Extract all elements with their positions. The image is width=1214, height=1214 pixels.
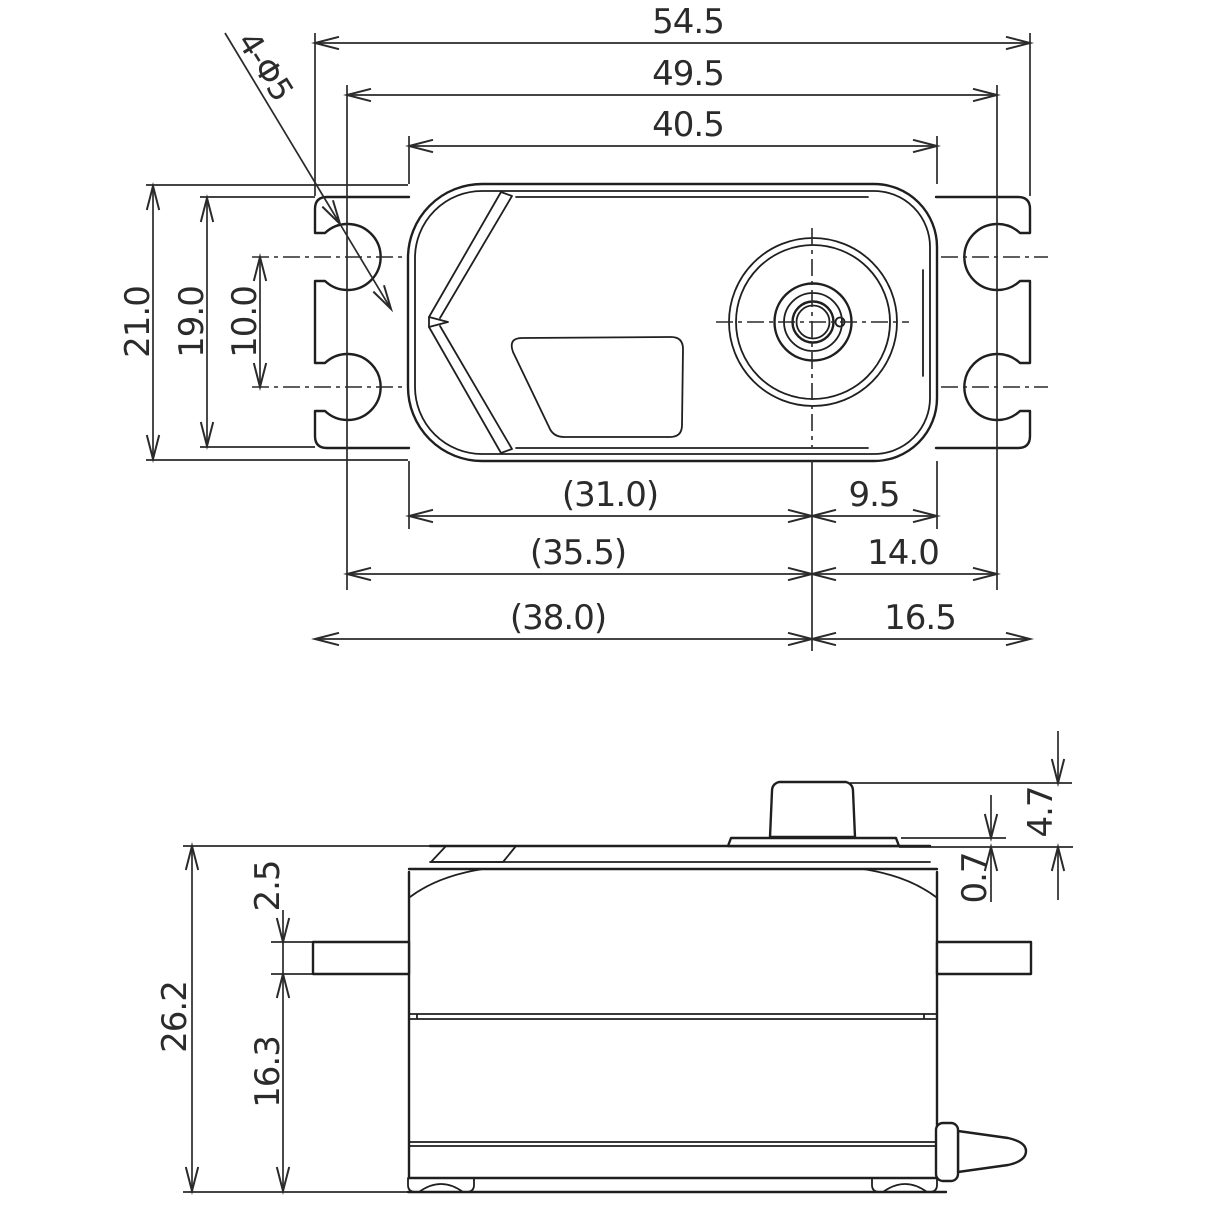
dim-shaft-left-screw: (35.5) (343, 533, 816, 582)
bottom-feet (407, 1177, 938, 1193)
label-recess (510, 336, 684, 438)
dim-shaft-right-case: 9.5 (808, 475, 941, 524)
dim-total-height-label: 26.2 (155, 981, 195, 1053)
dim-spline-height: 4.7 (1021, 731, 1066, 900)
case-lip-lines (515, 196, 924, 449)
dim-case-width: 40.5 (405, 105, 941, 154)
mounting-tab-right (935, 940, 1033, 976)
dim-shaft-left-flange: (38.0) (311, 598, 816, 647)
dim-shaft-right-flange: 16.5 (808, 598, 1034, 647)
output-spline (726, 780, 901, 848)
chevron-ridge (428, 191, 513, 454)
dim-shaft-left-screw-label: (35.5) (530, 533, 626, 573)
dim-flange-height: 19.0 (172, 194, 215, 450)
case-outer-outline (406, 182, 939, 463)
centerlines-top-view (252, 228, 1048, 447)
dim-hole-spacing: 10.0 (225, 253, 268, 391)
mounting-tab-left (311, 940, 411, 976)
case-inner-outline (414, 190, 931, 455)
dim-flange-to-bottom: 16.3 (248, 970, 291, 1195)
cable-boot (956, 1129, 1028, 1174)
dim-screw-span: 49.5 (343, 54, 1001, 103)
dim-shaft-right-flange-label: 16.5 (884, 598, 956, 638)
dim-case-width-label: 40.5 (652, 105, 724, 145)
dim-hole-spacing-label: 10.0 (225, 286, 265, 358)
dim-shaft-left-case: (31.0) (405, 475, 816, 524)
dim-flange-height-label: 19.0 (172, 286, 212, 358)
spline-washer (726, 836, 901, 848)
side-view: 26.2 2.5 16.3 4.7 0.7 (155, 731, 1073, 1195)
dim-spline-height-label: 4.7 (1021, 786, 1061, 837)
dim-washer-height-label: 0.7 (955, 852, 995, 903)
dim-flange-thickness-label: 2.5 (248, 860, 288, 911)
dim-flange-thickness: 2.5 (248, 860, 291, 974)
cover-tab (430, 845, 517, 863)
cable-exit (934, 1121, 1028, 1183)
dim-screw-span-label: 49.5 (652, 54, 724, 94)
dim-shaft-left-flange-label: (38.0) (510, 598, 606, 638)
dim-washer-height: 0.7 (955, 795, 999, 904)
dim-shaft-right-screw-label: 14.0 (867, 533, 939, 573)
lower-seam (408, 1141, 938, 1147)
dim-case-height: 21.0 (118, 182, 161, 463)
flange-right-outline (934, 195, 1032, 450)
dim-total-width: 54.5 (311, 2, 1034, 51)
dim-total-height: 26.2 (155, 842, 200, 1195)
top-view: 54.5 49.5 40.5 21.0 19.0 10.0 4-Φ5 (118, 2, 1048, 651)
dim-shaft-right-case-label: 9.5 (848, 475, 899, 515)
cable-grommet (934, 1121, 960, 1183)
dim-shaft-right-screw: 14.0 (808, 533, 1001, 582)
dim-case-height-label: 21.0 (118, 286, 158, 358)
upper-seam (408, 1013, 938, 1020)
extension-lines-top-view (146, 33, 1031, 651)
side-case-body (406, 844, 948, 1194)
dim-shaft-left-case-label: (31.0) (562, 475, 658, 515)
dim-flange-to-bottom-label: 16.3 (248, 1036, 288, 1108)
dim-total-width-label: 54.5 (652, 2, 724, 42)
